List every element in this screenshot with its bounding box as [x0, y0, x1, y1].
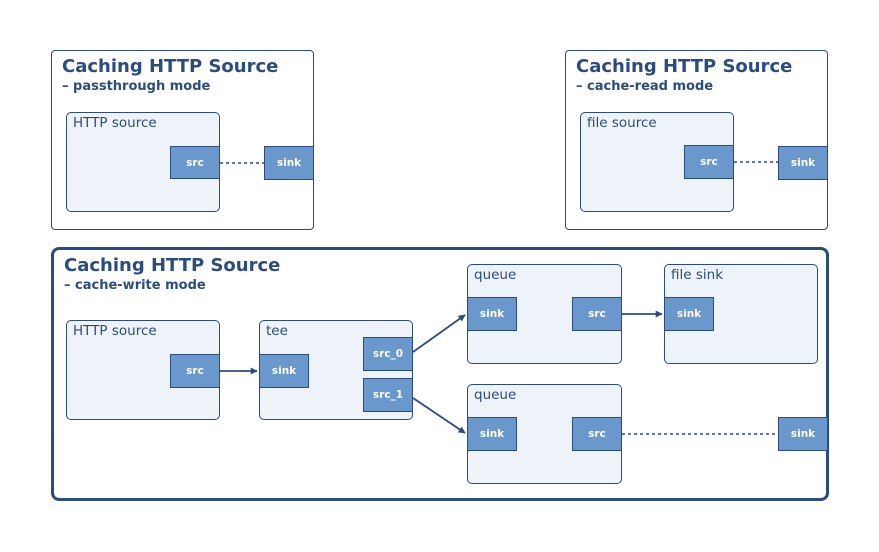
panel-title: Caching HTTP Source [62, 56, 279, 77]
element-label: HTTP source [73, 115, 157, 131]
sink-pad: sink [264, 146, 314, 180]
queue-bottom-src-pad: src [572, 417, 622, 451]
panel-title: Caching HTTP Source [64, 255, 281, 276]
element-label: queue [474, 267, 517, 283]
src-pad: src [170, 146, 220, 179]
queue-top-sink-pad: sink [467, 297, 517, 331]
src-pad: src [684, 145, 734, 179]
src-pad: src [170, 354, 220, 388]
sink-pad: sink [778, 146, 828, 180]
panel-subtitle: – cache-write mode [64, 278, 206, 293]
tee-src-0-pad: src_0 [363, 337, 413, 371]
queue-top-src-pad: src [572, 297, 622, 331]
element-label: HTTP source [73, 323, 157, 339]
panel-title: Caching HTTP Source [576, 56, 793, 77]
element-label: file sink [671, 267, 724, 283]
panel-subtitle: – cache-read mode [576, 79, 714, 94]
element-label: file source [587, 115, 657, 131]
element-label: tee [266, 323, 288, 339]
queue-bottom-sink-pad: sink [467, 417, 517, 451]
panel-subtitle: – passthrough mode [62, 79, 211, 94]
tee-sink-pad: sink [259, 354, 309, 388]
element-label: queue [474, 387, 517, 403]
tee-src-1-pad: src_1 [363, 378, 413, 412]
file-sink-sink-pad: sink [664, 297, 714, 331]
output-sink-pad: sink [778, 417, 828, 451]
